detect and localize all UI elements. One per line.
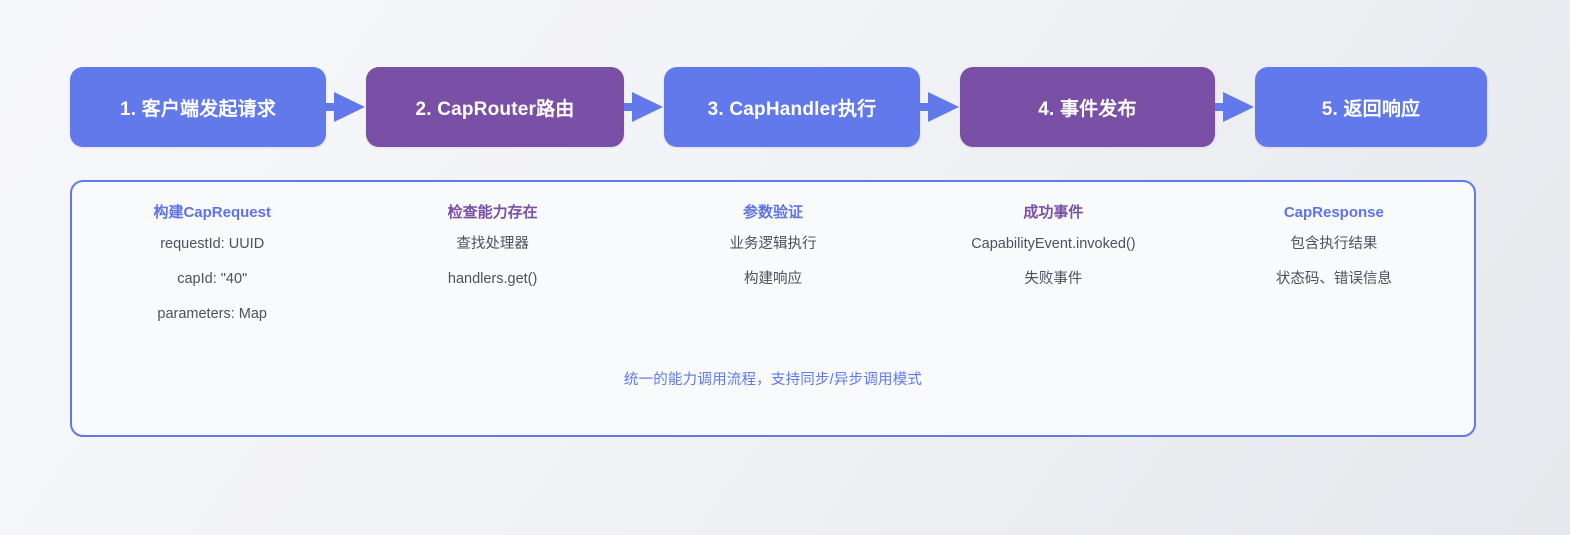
arrow-head-4	[1223, 92, 1254, 122]
detail-column-5: CapResponse 包含执行结果 状态码、错误信息	[1194, 204, 1474, 323]
detail-column-3-line-1: 业务逻辑执行	[729, 236, 817, 252]
flow-step-5-label: 5. 返回响应	[1321, 98, 1421, 120]
detail-column-1-line-3: parameters: Map	[157, 306, 267, 323]
detail-column-1: 构建CapRequest requestId: UUID capId: "40"…	[72, 204, 352, 323]
detail-column-1-line-1: requestId: UUID	[160, 236, 265, 252]
detail-column-5-title: CapResponse	[1283, 204, 1384, 221]
detail-column-4-title: 成功事件	[1023, 204, 1084, 221]
arrow-right-icon-1	[326, 92, 366, 122]
detail-column-4: 成功事件 CapabilityEvent.invoked() 失败事件	[913, 204, 1193, 323]
arrow-tail-2	[624, 103, 633, 111]
step-details-panel: 构建CapRequest requestId: UUID capId: "40"…	[70, 180, 1476, 437]
arrow-tail-4	[1215, 103, 1224, 111]
detail-column-2-line-1: 查找处理器	[456, 236, 529, 252]
panel-caption: 统一的能力调用流程，支持同步/异步调用模式	[623, 372, 923, 388]
flow-step-1-label: 1. 客户端发起请求	[119, 98, 277, 120]
arrow-head-3	[928, 92, 959, 122]
arrow-right-icon-4	[1215, 92, 1255, 122]
detail-column-3-title: 参数验证	[743, 204, 804, 221]
arrow-tail-3	[920, 103, 929, 111]
detail-column-2-title: 检查能力存在	[447, 204, 538, 221]
detail-column-4-line-2: 失败事件	[1024, 271, 1083, 288]
flow-step-2-label: 2. CapRouter路由	[415, 98, 575, 120]
arrow-head-1	[334, 92, 365, 122]
arrow-right-icon-3	[920, 92, 960, 122]
detail-column-3: 参数验证 业务逻辑执行 构建响应	[633, 204, 913, 323]
flow-step-5-return-response[interactable]: 5. 返回响应	[1255, 67, 1487, 147]
flow-step-1-client-request[interactable]: 1. 客户端发起请求	[70, 67, 326, 147]
flow-step-4-event-publish[interactable]: 4. 事件发布	[960, 67, 1215, 147]
detail-column-2-line-2: handlers.get()	[447, 271, 538, 288]
flow-step-2-caprouter[interactable]: 2. CapRouter路由	[366, 67, 624, 147]
arrow-tail-1	[326, 103, 335, 111]
detail-column-2: 检查能力存在 查找处理器 handlers.get()	[352, 204, 632, 323]
step-details-columns: 构建CapRequest requestId: UUID capId: "40"…	[72, 204, 1474, 323]
arrow-right-icon-2	[624, 92, 664, 122]
arrow-head-2	[632, 92, 663, 122]
detail-column-4-line-1: CapabilityEvent.invoked()	[971, 236, 1136, 252]
detail-column-5-line-2: 状态码、错误信息	[1275, 271, 1392, 288]
flow-step-3-label: 3. CapHandler执行	[707, 98, 877, 120]
flow-step-4-label: 4. 事件发布	[1038, 98, 1137, 120]
flow-step-3-caphandler[interactable]: 3. CapHandler执行	[664, 67, 920, 147]
detail-column-5-line-1: 包含执行结果	[1290, 236, 1378, 252]
flow-step-row: 1. 客户端发起请求 2. CapRouter路由 3. CapHandler执…	[70, 67, 1487, 147]
detail-column-1-title: 构建CapRequest	[153, 204, 271, 221]
detail-column-3-line-2: 构建响应	[744, 271, 803, 288]
detail-column-1-line-2: capId: "40"	[177, 271, 248, 288]
